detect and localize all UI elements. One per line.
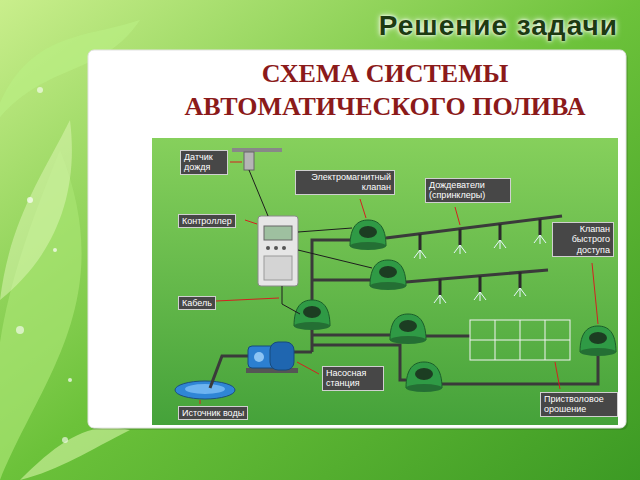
sprinkler-sprays [514, 288, 526, 297]
leader-lines [245, 220, 257, 224]
page-background [53, 248, 57, 252]
callout-box: Датчик дождя [180, 150, 228, 175]
control-wires [298, 228, 352, 232]
pipes [210, 356, 250, 388]
valve-boxes [390, 314, 426, 344]
page-background [16, 326, 24, 334]
callout-text: Насосная станция [326, 368, 380, 389]
water-source [175, 381, 235, 399]
sprinkler-sprays [534, 235, 546, 244]
callout-box: Клапан быстрого доступа [552, 222, 614, 257]
leader-lines [592, 263, 598, 324]
rain-sensor [244, 152, 254, 170]
rain-sensor [232, 148, 282, 170]
controller [264, 226, 292, 240]
valve-boxes [406, 362, 442, 392]
callout-box: Контроллер [178, 214, 236, 228]
white-panel [152, 138, 618, 425]
drip-grid [470, 320, 570, 360]
pipes [312, 334, 390, 337]
sprinkler-sprays [474, 292, 486, 301]
callout-box: Пристволовое орошение [540, 392, 618, 417]
pipes [312, 279, 370, 282]
sprinkler-risers [440, 272, 520, 295]
controller [258, 216, 298, 286]
page-background [37, 87, 43, 93]
control-wires [249, 170, 268, 216]
controller [266, 246, 270, 250]
controller [282, 246, 286, 250]
pump-station [246, 342, 298, 373]
sprinkler-sprays [414, 250, 426, 259]
controller [258, 216, 298, 286]
pipes [294, 351, 312, 354]
callout-text: Клапан быстрого доступа [556, 224, 610, 255]
callout-box: Насосная станция [322, 366, 384, 391]
callout-text: Дождеватели (спринклеры) [429, 180, 507, 201]
sprinkler-sprays [434, 295, 446, 304]
sprinkler-sprays [494, 240, 506, 249]
leader-lines [200, 400, 201, 404]
leader-lines [555, 362, 560, 389]
sprinkler-risers [420, 219, 540, 295]
rain-sensor [232, 148, 282, 152]
callout-text: Электромагнитный клапан [299, 172, 391, 193]
pipes [426, 335, 470, 338]
control-wires [282, 286, 300, 314]
drip-grid [470, 320, 570, 360]
callout-text: Пристволовое орошение [544, 394, 614, 415]
callout-box: Электромагнитный клапан [295, 170, 395, 195]
valve-boxes [350, 220, 386, 250]
page-background [0, 120, 72, 300]
pipes [386, 216, 562, 238]
valve-boxes [294, 300, 330, 330]
drip-grid [470, 320, 570, 360]
valve-boxes [294, 220, 616, 392]
page-background [68, 378, 72, 382]
pipes [406, 270, 548, 282]
sprinkler-sprays [454, 245, 466, 254]
water-source [185, 384, 225, 394]
pipes [210, 216, 598, 388]
page-background [20, 427, 130, 480]
callout-text: Кабель [182, 298, 212, 308]
callout-text: Источник воды [182, 408, 244, 418]
water-source [175, 381, 235, 399]
callout-text: Датчик дождя [184, 152, 224, 173]
page-background [62, 437, 68, 443]
controller [264, 256, 292, 280]
callout-box: Источник воды [178, 406, 248, 420]
callout-box: Кабель [178, 296, 216, 310]
sprinkler-risers [420, 219, 540, 250]
leader-lines [216, 298, 279, 301]
white-panel [88, 50, 628, 430]
page-background [27, 197, 33, 203]
white-panel [88, 50, 626, 428]
pump-station [254, 352, 264, 362]
leader-lines [200, 162, 598, 404]
leader-lines [360, 199, 366, 218]
slide-heading: Решение задачи [379, 10, 618, 42]
sprinkler-sprays [414, 235, 546, 304]
pump-station [270, 342, 294, 370]
controller [274, 246, 278, 250]
callout-box: Дождеватели (спринклеры) [425, 178, 511, 203]
valve-boxes [370, 260, 406, 290]
callout-text: Контроллер [182, 216, 232, 226]
valve-boxes [580, 326, 616, 356]
control-wires [298, 250, 372, 268]
leader-lines [230, 162, 242, 163]
leader-lines [455, 207, 460, 225]
leader-lines [297, 362, 319, 374]
diagram-title: СХЕМА СИСТЕМЫ АВТОМАТИЧЕСКОГО ПОЛИВА [152, 58, 618, 123]
